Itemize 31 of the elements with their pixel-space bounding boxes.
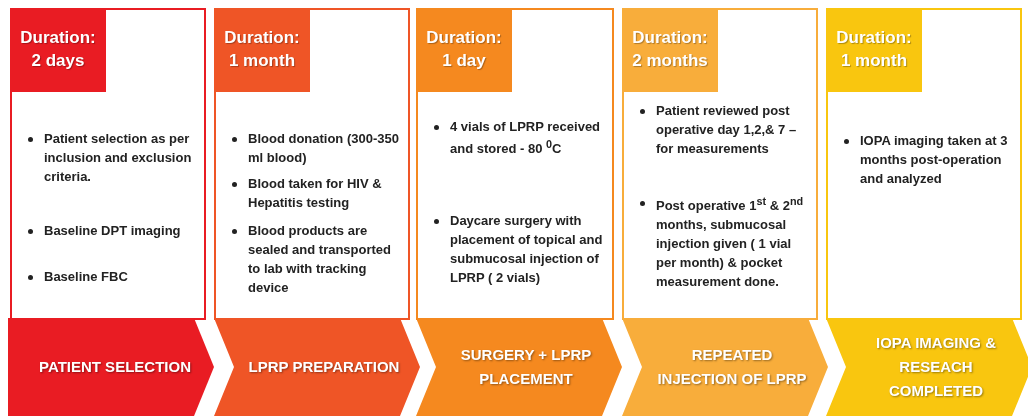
- bullet-text: Blood donation (300-350 ml blood): [248, 130, 400, 167]
- stage-label: REPEATED INJECTION OF LPRP: [656, 345, 808, 389]
- bullet-text: Patient selection as per inclusion and exclusion criteria.: [44, 130, 193, 186]
- step-panel: [416, 8, 614, 320]
- stage-banner: [416, 318, 622, 416]
- bullet-text: Patient reviewed post operative day 1,2,& 7 – for measurements: [656, 102, 798, 158]
- bullet-text: Blood products are sealed and transported to lab with tracking device: [248, 222, 393, 297]
- step-panel: [826, 8, 1022, 320]
- bullet-text: IOPA imaging taken at 3 months post-operation and analyzed: [860, 132, 1009, 188]
- bullet-text: Daycare surgery with placement of topical and submucosal injection of LPRP ( 2 vials): [450, 212, 604, 287]
- step-panel: [622, 8, 818, 320]
- stage-banner: [826, 318, 1028, 416]
- bullet-text: 4 vials of LPRP received and stored - 80 $^{0}$C: [450, 118, 602, 159]
- duration-label: Duration: 1 day: [416, 8, 512, 92]
- duration-label: Duration: 1 month: [214, 8, 310, 92]
- stage-banner: [214, 318, 420, 416]
- bullet-text: Baseline FBC: [44, 268, 129, 286]
- step-panel: [10, 8, 206, 320]
- stage-label: LPRP PREPARATION: [247, 357, 401, 377]
- bullet-text: Post operative 1$^{st}$ & 2$^{nd}$ months, submucosal injection given ( 1 vial per month) & pocket measurement done.: [656, 194, 805, 291]
- stage-label: IOPA IMAGING & RESEACH COMPLETED: [875, 333, 997, 401]
- stage-banner: [622, 318, 828, 416]
- duration-label: Duration: 1 month: [826, 8, 922, 92]
- bullet-text: Baseline DPT imaging: [44, 222, 182, 240]
- stage-banner: [8, 318, 214, 416]
- step-panel: [214, 8, 410, 320]
- duration-label: Duration: 2 days: [10, 8, 106, 92]
- stage-label: PATIENT SELECTION: [38, 357, 192, 377]
- stage-label: SURGERY + LPRP PLACEMENT: [459, 345, 593, 389]
- bullet-text: Blood taken for HIV & Hepatitis testing: [248, 175, 383, 212]
- duration-label: Duration: 2 months: [622, 8, 718, 92]
